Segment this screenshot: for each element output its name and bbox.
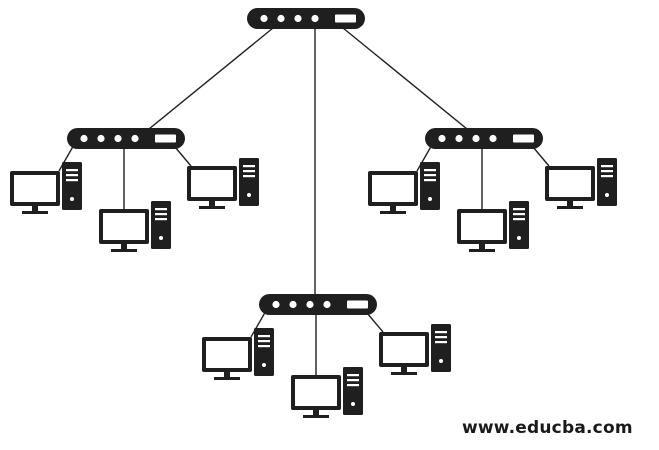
connection-line — [366, 312, 384, 333]
hubs-group — [67, 8, 543, 315]
desktop-computer-icon — [187, 158, 259, 209]
network-switch-icon — [67, 128, 185, 149]
connection-line — [416, 142, 434, 172]
connection-lines — [58, 27, 550, 375]
watermark-text: www.educba.com — [462, 418, 633, 438]
desktop-computer-icon — [291, 367, 363, 418]
desktop-computer-icon — [368, 162, 440, 214]
desktop-computer-icon — [10, 162, 82, 214]
network-switch-icon — [259, 294, 377, 315]
network-switch-icon — [247, 8, 365, 29]
connection-line — [174, 146, 192, 167]
network-switch-icon — [425, 128, 543, 149]
desktop-computer-icon — [545, 158, 617, 209]
desktop-computer-icon — [99, 201, 171, 252]
connection-line — [250, 308, 268, 338]
connection-line — [148, 27, 274, 130]
computers-group — [10, 158, 617, 418]
desktop-computer-icon — [202, 328, 274, 380]
connection-line — [342, 27, 468, 130]
desktop-computer-icon — [379, 324, 451, 375]
connection-line — [58, 142, 76, 172]
connection-line — [532, 146, 550, 167]
desktop-computer-icon — [457, 201, 529, 252]
